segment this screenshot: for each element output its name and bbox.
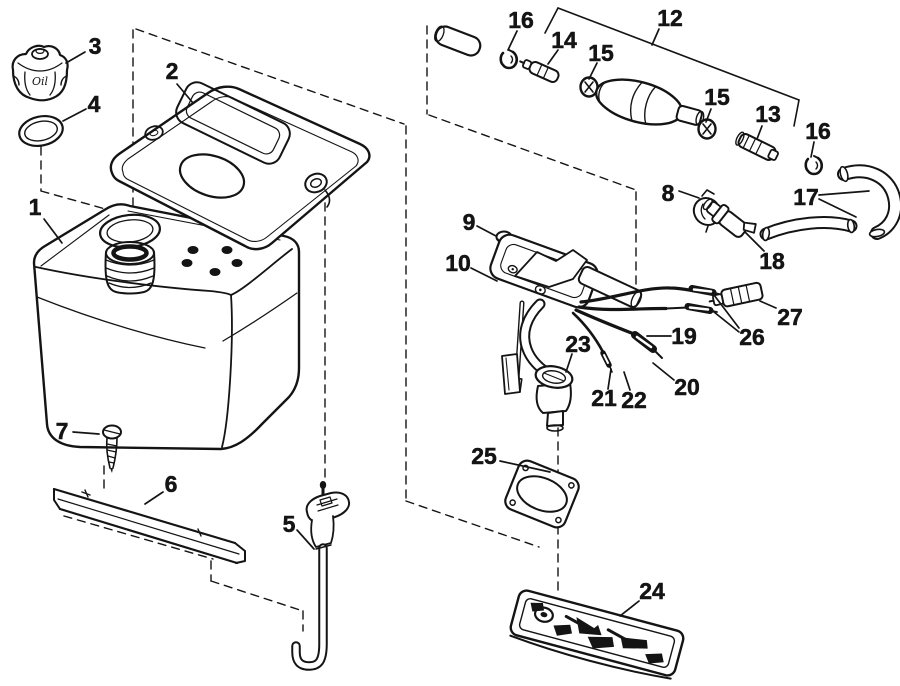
part-7-screw — [102, 424, 122, 473]
callout-16a: 16 — [508, 7, 534, 33]
lid-retainer-ring — [304, 172, 331, 208]
callout-23: 23 — [565, 331, 591, 357]
callout-5: 5 — [283, 511, 296, 537]
part-12-fuel-line-assembly — [433, 7, 824, 176]
part-16-clip-b — [804, 155, 824, 176]
part-18-elbow-fitting — [702, 198, 757, 238]
callout-13: 13 — [755, 101, 781, 127]
part-25-gasket — [504, 459, 580, 529]
callout-22: 22 — [621, 387, 647, 413]
callout-7: 7 — [56, 418, 69, 444]
callout-1: 1 — [29, 194, 42, 220]
callout-4: 4 — [88, 91, 101, 117]
primer-bulb — [594, 78, 705, 126]
callout-15a: 15 — [588, 40, 614, 66]
part-16-clip-a — [499, 49, 519, 70]
part-24-mounting-plate — [509, 589, 685, 680]
part-13-fitting — [735, 131, 779, 161]
callout-15b: 15 — [704, 84, 730, 110]
part-23-filter-cap — [534, 365, 574, 389]
lid-recess — [175, 81, 291, 165]
part-1-oil-tank — [32, 203, 301, 451]
callout-26: 26 — [739, 324, 765, 350]
callout-9: 9 — [463, 209, 476, 235]
part-17-hose-upper — [837, 164, 900, 240]
callout-17: 17 — [793, 184, 819, 210]
callout-25: 25 — [471, 443, 497, 469]
plate-cutouts — [530, 602, 664, 664]
callout-14: 14 — [551, 27, 577, 53]
part-10-pump-assembly — [489, 233, 643, 432]
callout-24: 24 — [639, 578, 665, 604]
callout-3: 3 — [89, 33, 102, 59]
callout-12: 12 — [657, 5, 683, 31]
part-14-fitting — [519, 59, 560, 83]
projection-lines — [40, 25, 637, 632]
callout-18: 18 — [759, 248, 785, 274]
callout-20: 20 — [674, 374, 700, 400]
part-15-clamp-b — [697, 118, 717, 140]
callout-labels: 1 2 3 4 5 6 7 8 9 10 12 13 14 15 15 16 1… — [28, 5, 831, 605]
part-12-bracket — [544, 7, 800, 127]
part-2-tank-lid — [109, 81, 371, 251]
part-5-pickup-tube — [291, 481, 351, 671]
part-4-cap-gasket — [18, 114, 64, 148]
cap-oil-text: Oil — [32, 75, 49, 88]
tank-top-holes — [181, 246, 243, 276]
leader-lines — [43, 28, 870, 617]
callout-10: 10 — [445, 250, 471, 276]
part-17-hose-lower — [759, 216, 858, 242]
part-6-mounting-bracket — [52, 487, 246, 565]
hose-segment — [433, 25, 482, 57]
callout-19: 19 — [671, 323, 697, 349]
callout-16b: 16 — [805, 118, 831, 144]
callout-2: 2 — [166, 58, 179, 84]
callout-6: 6 — [165, 471, 178, 497]
callout-21: 21 — [591, 385, 617, 411]
part-27-connector-plug — [708, 281, 764, 308]
wire-leads — [571, 285, 720, 373]
callout-27: 27 — [777, 304, 803, 330]
callout-8: 8 — [662, 180, 675, 206]
part-3-filler-cap: Oil — [11, 44, 69, 102]
